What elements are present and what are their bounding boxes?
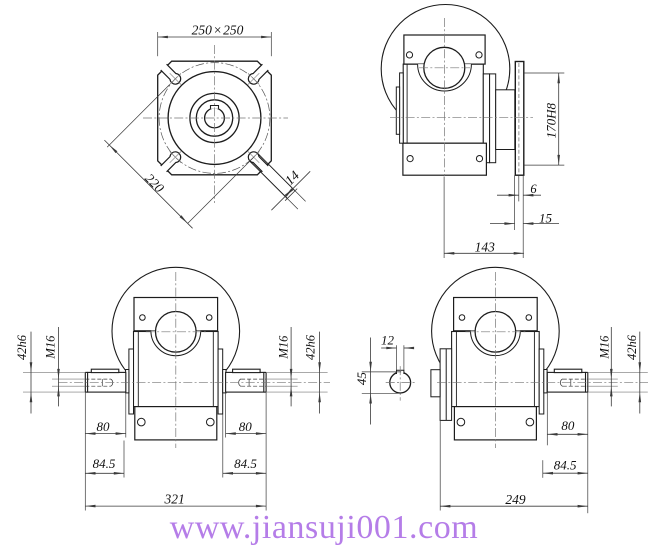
svg-text:M16: M16 <box>43 335 57 360</box>
svg-text:42h6: 42h6 <box>15 334 29 360</box>
svg-text:12: 12 <box>381 333 395 348</box>
svg-text:321: 321 <box>163 491 184 506</box>
svg-text:M16: M16 <box>597 335 611 360</box>
svg-text:170H8: 170H8 <box>544 103 559 139</box>
svg-text:45: 45 <box>354 372 369 386</box>
svg-text:249: 249 <box>505 492 526 507</box>
svg-text:M16: M16 <box>277 335 291 360</box>
svg-text:80: 80 <box>239 419 253 434</box>
svg-text:143: 143 <box>475 239 496 254</box>
svg-text:42h6: 42h6 <box>304 334 318 360</box>
svg-text:6: 6 <box>530 182 537 196</box>
svg-text:42h6: 42h6 <box>625 334 639 360</box>
svg-text:80: 80 <box>561 418 575 433</box>
svg-text:84.5: 84.5 <box>93 456 116 471</box>
svg-text:15: 15 <box>539 211 553 226</box>
svg-text:84.5: 84.5 <box>554 458 577 473</box>
svg-text:www.jiansuji001.com: www.jiansuji001.com <box>170 509 479 546</box>
svg-text:250 × 250: 250 × 250 <box>192 22 244 37</box>
svg-text:80: 80 <box>97 419 111 434</box>
svg-text:84.5: 84.5 <box>234 456 257 471</box>
